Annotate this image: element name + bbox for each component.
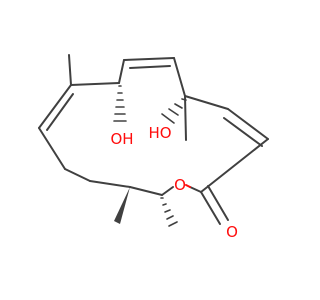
bond-c8-c7-inner [46,93,74,131]
bond-methyl-c8 [68,54,72,86]
atom-label-hydroxyl-2: HO [148,124,171,142]
hash-hydroxyl-c9 [113,85,127,122]
bond-c5p-c6p-inner [129,65,171,69]
molecular-structure: O O OH HO [38,54,269,241]
bond-o-c1 [189,186,202,193]
atom-label-hydroxyl-1: OH [110,130,133,148]
bond-c5-c4 [89,180,131,188]
hash-methyl-c3 [160,197,178,227]
bond-c2-c3p-inner [223,117,263,147]
bond-c7-c6 [38,127,66,170]
bond-c5p-c6p [123,57,175,61]
atom-label-carbonyl-oxygen: O [226,223,238,241]
bond-o-c1-red [185,184,191,188]
bond-c8-c7 [38,84,72,129]
bond-c3p-c4p [184,95,229,110]
bond-c2-c3p [227,108,269,140]
atom-label-ring-oxygen: O [174,176,186,194]
bond-c4p-c5p [173,57,186,97]
wedge-methyl-c4 [114,187,130,224]
bond-c3-o [161,186,174,196]
bond-c1-o-carbonyl-2 [207,185,229,221]
bond-c6p-c9 [118,59,125,84]
bond-c8-c9 [70,82,120,86]
bond-c1-o-carbonyl [200,191,221,225]
bond-c6-c5 [64,168,91,182]
bond-c1-c2 [200,138,269,193]
bond-c4-c3 [129,186,163,196]
bond-c4p-methyl [184,95,187,141]
hash-hydroxyl-c4p [161,98,187,124]
